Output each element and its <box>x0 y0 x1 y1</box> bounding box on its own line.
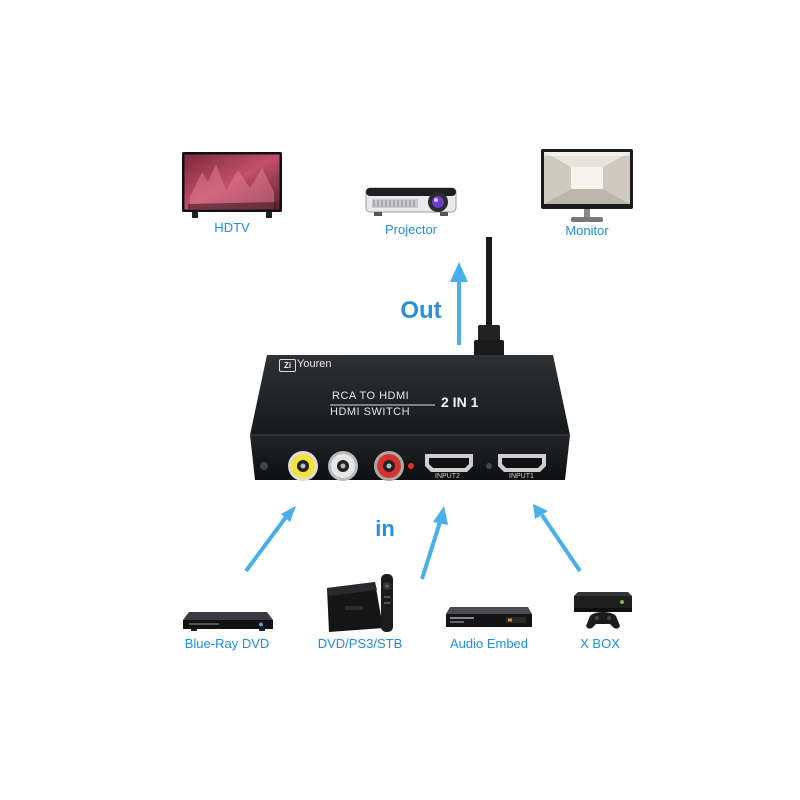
input-label-xbox: X BOX <box>580 636 620 651</box>
hdmi-port-input2 <box>425 454 473 472</box>
rca-hdmi-switch-device: Zi Youren RCA TO HDMI HDMI SWITCH 2 IN 1… <box>235 350 585 490</box>
bluray-player-icon <box>183 608 273 632</box>
monitor-icon <box>541 149 633 225</box>
output-label-monitor: Monitor <box>565 223 609 238</box>
hdmi-output-cable <box>474 237 504 362</box>
xbox-icon <box>572 590 634 632</box>
input-label-audio-embed: Audio Embed <box>449 636 529 651</box>
hdmi-port-label-input1: INPUT1 <box>509 473 534 480</box>
output-label-projector: Projector <box>384 222 438 237</box>
hdmi-port-label-input2: INPUT2 <box>435 473 460 480</box>
projector-icon <box>364 184 458 218</box>
device-title-line2: HDMI SWITCH <box>330 406 411 418</box>
set-top-box-icon <box>323 572 403 634</box>
output-label-hdtv: HDTV <box>214 220 250 235</box>
input-arrow-xbox <box>533 504 582 573</box>
brand-logo-icon: Zi <box>279 359 296 372</box>
device-title-line1: RCA TO HDMI <box>332 390 410 402</box>
output-arrow <box>450 262 468 345</box>
input-arrow-settopbox <box>420 506 448 580</box>
input-label-settopbox: DVD/PS3/STB <box>317 636 403 651</box>
tv-icon <box>182 152 282 220</box>
hdmi-port-input1 <box>498 454 546 472</box>
rca-port-white <box>328 451 358 481</box>
brand-name: Youren <box>297 358 332 370</box>
out-label: Out <box>400 297 442 324</box>
brand-logo-text: Zi <box>283 361 292 370</box>
audio-embedder-icon <box>446 601 532 631</box>
rca-port-red <box>374 451 404 481</box>
in-label: in <box>375 516 395 541</box>
device-badge: 2 IN 1 <box>441 394 479 410</box>
input-arrow-bluray <box>244 506 296 573</box>
rca-port-yellow <box>288 451 318 481</box>
input-label-bluray: Blue-Ray DVD <box>184 636 270 651</box>
